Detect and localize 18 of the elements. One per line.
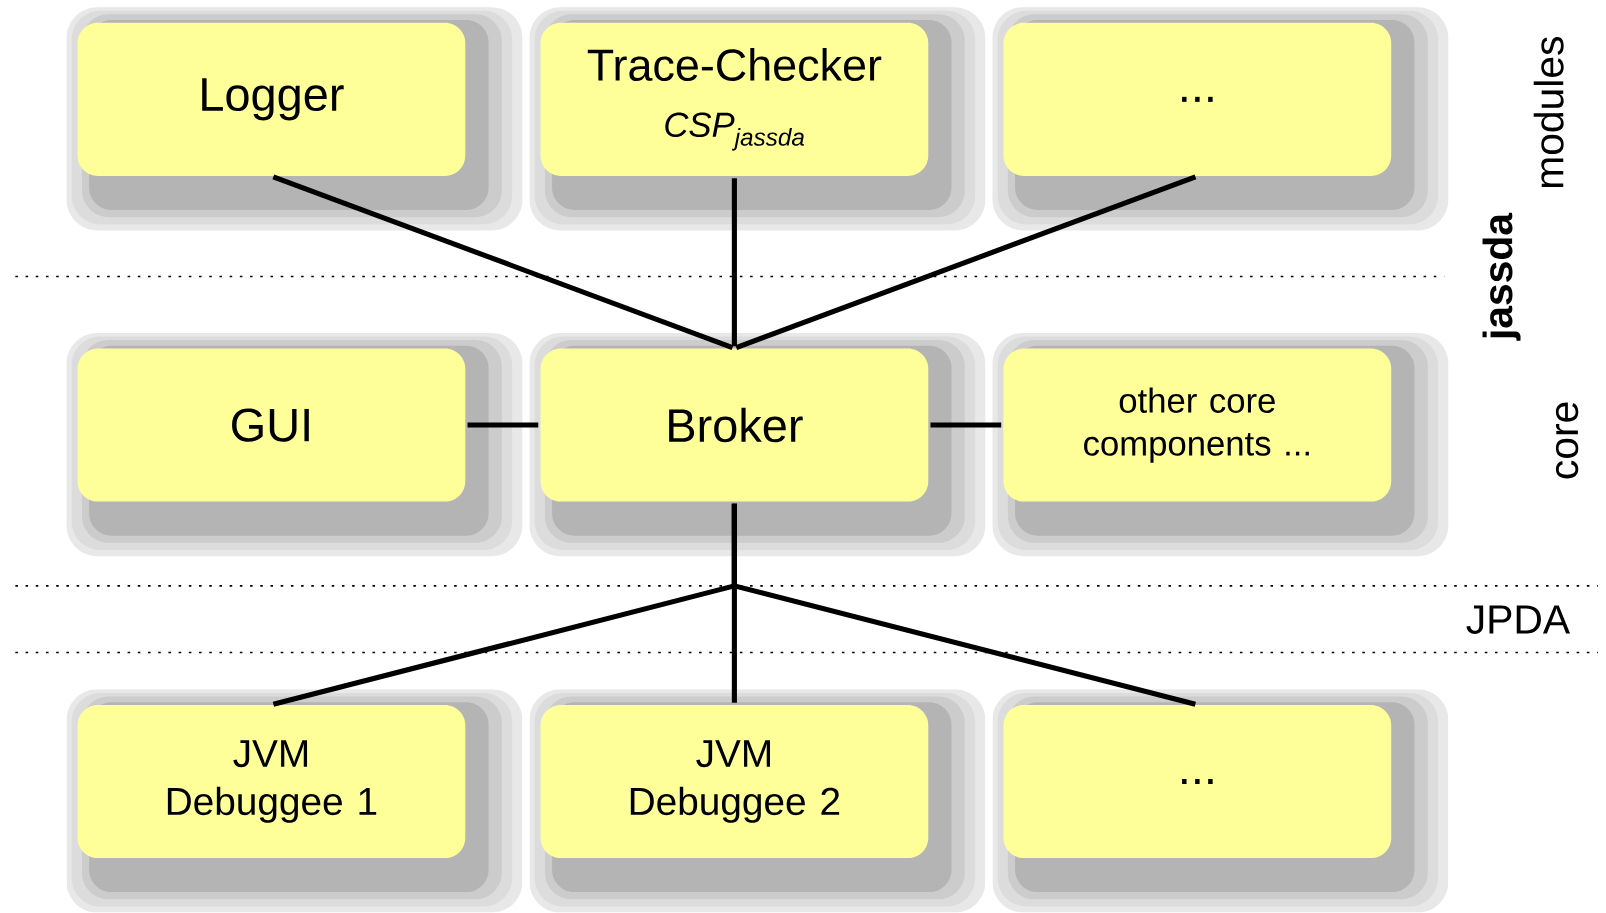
side-label: jassda <box>1482 212 1521 341</box>
process-box: Broker <box>540 348 929 502</box>
process-box: JVM Debuggee 2 <box>540 705 929 859</box>
process-box: GUI <box>77 348 466 502</box>
process-box: other core components ... <box>1003 348 1392 502</box>
side-label: core <box>1555 402 1579 479</box>
process-box: ... <box>1003 23 1392 177</box>
process-box: JVM Debuggee 1 <box>77 705 466 859</box>
connector-line <box>467 422 539 428</box>
connector-line <box>735 174 1197 351</box>
side-label: modules <box>1533 37 1564 188</box>
process-box: Logger <box>77 23 466 177</box>
process-box: Trace-Checker CSP$_{jassda}$ <box>540 23 929 177</box>
connector-line <box>930 422 1002 428</box>
connector-line <box>272 174 734 351</box>
connector-line <box>731 178 737 347</box>
side-label: JPDA <box>1466 605 1570 635</box>
process-box: ... <box>1003 705 1392 859</box>
